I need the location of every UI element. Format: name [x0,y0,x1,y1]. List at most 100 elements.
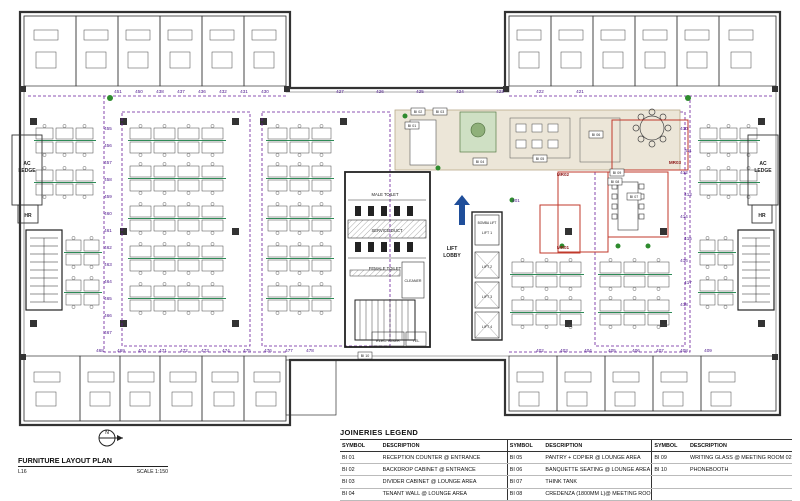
chair [705,236,710,240]
chair [42,195,47,199]
desk [289,259,310,272]
desk [289,245,310,258]
room-boundaries [28,95,772,353]
office-desk [708,371,736,383]
chair [162,124,167,128]
office-table [35,391,57,407]
chair [632,325,637,329]
chair [275,124,280,128]
office-table [518,51,540,69]
office-desk [558,29,584,41]
chair [544,258,549,262]
desk [267,285,288,298]
bomba-lift-label: BOMBA LIFT [478,221,497,225]
chair [82,153,87,157]
chair [608,296,613,300]
desk [623,299,646,312]
stair-right [737,229,775,311]
office-table [253,51,275,69]
legend-description: BACKDROP CABINET @ ENTRANCE [380,463,508,477]
chair [71,265,76,269]
chair [297,162,302,166]
plan-scale: SCALE 1:150 [136,469,168,475]
desk [311,245,332,258]
desk [177,127,200,140]
office-desk [83,29,109,41]
legend-symbol: BI 05 [506,451,544,465]
hr-label: HR [24,213,32,219]
room-number: 416 [680,258,688,263]
desk [153,285,176,298]
desk [647,261,670,274]
room-number: 432 [219,89,227,94]
chair [319,242,324,246]
chair [162,153,167,157]
desk [267,165,288,178]
chair [186,191,191,195]
room-number: 460 [104,211,112,216]
room-number: 467 [104,330,112,335]
chair [210,153,215,157]
chair [297,242,302,246]
desk [153,165,176,178]
legend-symbol: BI 08 [506,488,544,501]
desk [35,127,54,140]
joinery-tag: BI 04 [472,157,488,166]
chair [632,287,637,291]
room-number: 437 [177,89,185,94]
chair [568,325,573,329]
chair [62,124,67,128]
chair [186,231,191,235]
room-number: 465 [104,296,112,301]
plan-level: L16 [18,469,27,475]
desk [267,179,288,192]
chair [162,271,167,275]
chair [275,202,280,206]
office-desk [516,371,544,383]
desk [559,313,582,326]
desk [511,313,534,326]
desk [83,293,100,306]
joinery-tag-label: BI 07 [630,195,638,199]
female-toilet-label: FEMALE TOILET [369,266,402,271]
legend-header-description: DESCRIPTION [380,439,508,452]
ac-ledges [11,134,779,224]
chair [186,311,191,315]
chair [319,153,324,157]
office-desk [33,29,59,41]
chair [608,287,613,291]
room-number: 402 [536,348,544,353]
room-number: 410 [680,126,688,131]
chair [138,202,143,206]
chair [138,191,143,195]
room-number: 408 [680,348,688,353]
office-table [35,51,57,69]
office-table [644,51,666,69]
desk [201,219,224,232]
office-desk [612,371,640,383]
desk [177,205,200,218]
desk [129,127,152,140]
chair [297,191,302,195]
room-number: 462 [104,245,112,250]
legend-header-row: SYMBOL DESCRIPTION SYMBOL DESCRIPTION SY… [340,439,792,452]
chair [705,276,710,280]
joinery-tag: BI 07 [626,192,642,201]
legend-description: BANQUETTE SEATING @ LOUNGE AREA [543,463,652,477]
desk [267,205,288,218]
joinery-tag-label: BI 09 [613,171,621,175]
room-number: 466 [104,313,112,318]
desk [511,299,534,312]
room-number: 468 [96,348,104,353]
legend-title: JOINERIES LEGEND [340,428,419,437]
room-number: 455 [104,126,112,131]
office-table [710,391,732,407]
meeting-room-label: MR02 [557,172,570,177]
chair [138,242,143,246]
desk [177,259,200,272]
chair [297,271,302,275]
chair [726,195,731,199]
chair [82,195,87,199]
desk [129,141,152,154]
